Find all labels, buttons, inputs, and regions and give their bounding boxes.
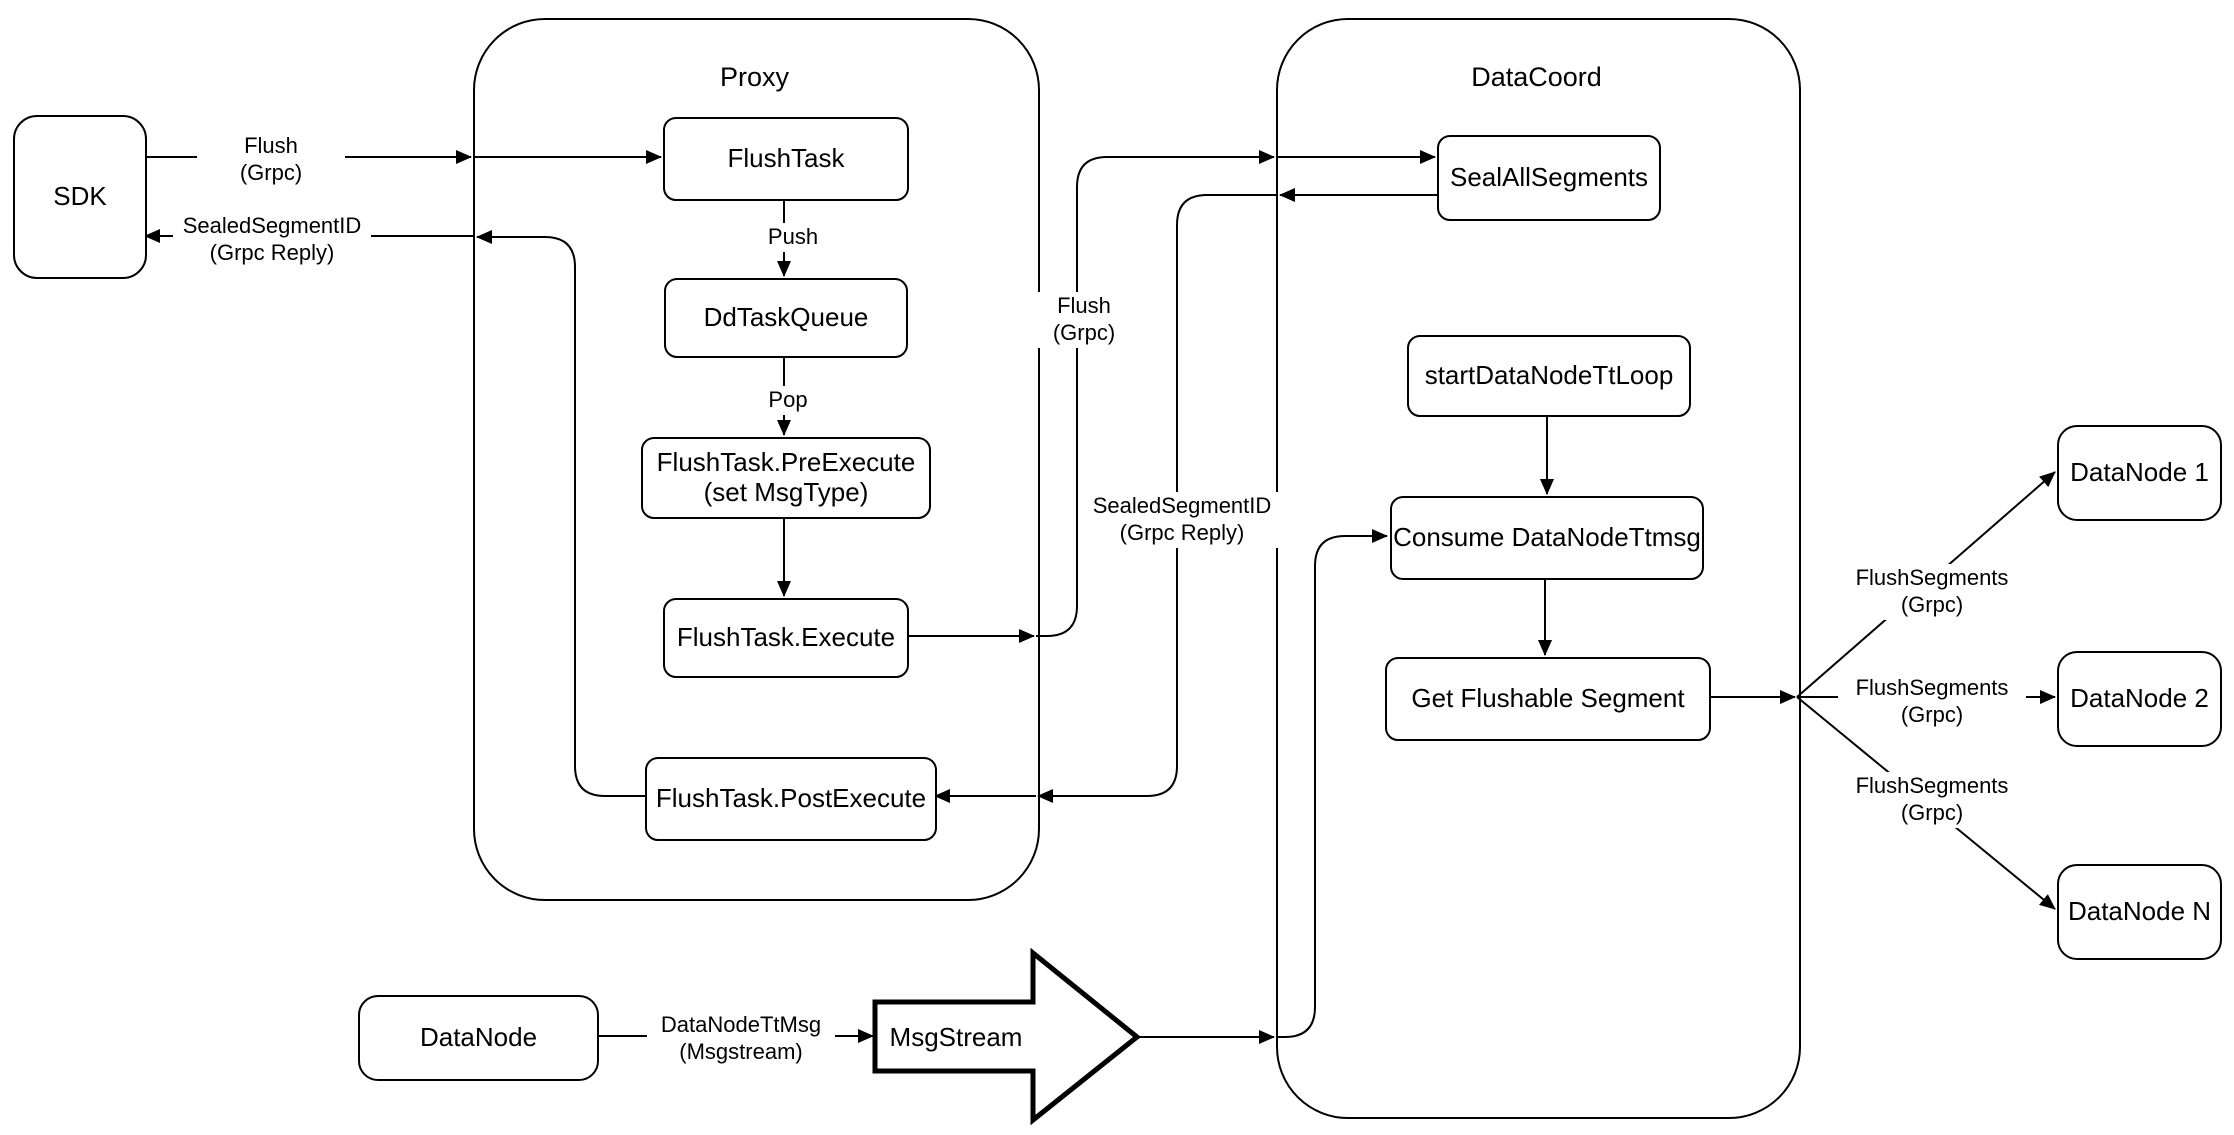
startdatanodettloop-label: startDataNodeTtLoop bbox=[1424, 360, 1674, 391]
datanode2-label: DataNode 2 bbox=[2070, 683, 2209, 714]
flushsegments1-line1: FlushSegments bbox=[1855, 565, 2009, 590]
node-datanode-1: DataNode 1 bbox=[2057, 425, 2222, 521]
node-datanode: DataNode bbox=[358, 995, 599, 1081]
node-flushtask-execute: FlushTask.Execute bbox=[663, 598, 909, 678]
datacoord-container-title: DataCoord bbox=[1276, 62, 1797, 93]
consume-datanodettmsg-label: Consume DataNodeTtmsg bbox=[1393, 522, 1701, 553]
node-get-flushable-segment: Get Flushable Segment bbox=[1385, 657, 1711, 741]
flushtask-label: FlushTask bbox=[727, 143, 845, 174]
ddtaskqueue-label: DdTaskQueue bbox=[703, 302, 869, 333]
msgstream-label-text: MsgStream bbox=[889, 1022, 1023, 1052]
msgstream-label: MsgStream bbox=[866, 1022, 1046, 1053]
edge-proxy-to-datacoord-flush bbox=[1036, 150, 1275, 637]
node-flushtask: FlushTask bbox=[663, 117, 909, 201]
node-startdatanodettloop: startDataNodeTtLoop bbox=[1407, 335, 1691, 417]
push-label-text: Push bbox=[767, 224, 819, 249]
proxy-title-text: Proxy bbox=[719, 62, 790, 92]
edge-label-flushsegments-2: FlushSegments (Grpc) bbox=[1838, 674, 2026, 730]
execute-label: FlushTask.Execute bbox=[676, 622, 896, 653]
datanodettmsg-line1: DataNodeTtMsg bbox=[660, 1012, 822, 1037]
node-datanode-n: DataNode N bbox=[2057, 864, 2222, 960]
flushsegments1-line2: (Grpc) bbox=[1900, 591, 1964, 617]
preexecute-label: FlushTask.PreExecute bbox=[656, 447, 916, 478]
node-sdk: SDK bbox=[13, 115, 147, 279]
flushsegments2-line2: (Grpc) bbox=[1900, 701, 1964, 727]
datacoord-container bbox=[1276, 18, 1801, 1119]
edge-label-datanodettmsg: DataNodeTtMsg (Msgstream) bbox=[647, 1011, 835, 1067]
edge-label-sealedsegmentid-mid: SealedSegmentID (Grpc Reply) bbox=[1083, 492, 1281, 548]
flush-mid-line2: (Grpc) bbox=[1052, 319, 1116, 345]
proxy-container-title: Proxy bbox=[473, 62, 1036, 93]
pop-label-text: Pop bbox=[768, 387, 808, 412]
node-flushtask-preexecute: FlushTask.PreExecute (set MsgType) bbox=[641, 437, 931, 519]
edge-label-flush-grpc-left: Flush (Grpc) bbox=[197, 132, 345, 188]
preexecute-sublabel: (set MsgType) bbox=[703, 477, 869, 507]
flush-left-line1: Flush bbox=[244, 133, 298, 158]
edge-label-pop: Pop bbox=[744, 386, 832, 415]
edge-postexecute-to-proxy-edge bbox=[476, 230, 645, 797]
datacoord-title-text: DataCoord bbox=[1471, 62, 1602, 92]
postexecute-label: FlushTask.PostExecute bbox=[655, 783, 927, 814]
sealed-mid-line2: (Grpc Reply) bbox=[1119, 519, 1245, 545]
proxy-container bbox=[473, 18, 1040, 901]
node-ddtaskqueue: DdTaskQueue bbox=[664, 278, 908, 358]
datanodettmsg-line2: (Msgstream) bbox=[679, 1038, 803, 1064]
node-consume-datanodettmsg: Consume DataNodeTtmsg bbox=[1390, 496, 1704, 580]
sealed-mid-line1: SealedSegmentID bbox=[1092, 493, 1272, 518]
node-flushtask-postexecute: FlushTask.PostExecute bbox=[645, 757, 937, 841]
edge-label-flushsegments-3: FlushSegments (Grpc) bbox=[1838, 772, 2026, 828]
get-flushable-segment-label: Get Flushable Segment bbox=[1411, 683, 1685, 714]
node-sealallsegments: SealAllSegments bbox=[1437, 135, 1661, 221]
flush-mid-line1: Flush bbox=[1057, 293, 1111, 318]
edge-datacoord-to-consume-ttmsg bbox=[1276, 529, 1388, 1038]
sealed-left-line1: SealedSegmentID bbox=[182, 213, 362, 238]
msgstream-block-arrow bbox=[872, 947, 1141, 1126]
flushsegments3-line2: (Grpc) bbox=[1900, 799, 1964, 825]
edge-label-sealedsegmentid-left: SealedSegmentID (Grpc Reply) bbox=[173, 212, 371, 268]
edge-label-push: Push bbox=[749, 223, 837, 252]
sdk-label: SDK bbox=[53, 181, 107, 212]
sealed-left-line2: (Grpc Reply) bbox=[209, 239, 335, 265]
sealallsegments-label: SealAllSegments bbox=[1450, 162, 1648, 193]
datanode1-label: DataNode 1 bbox=[2070, 457, 2209, 488]
flushsegments2-line1: FlushSegments bbox=[1855, 675, 2009, 700]
datanode-label: DataNode bbox=[419, 1022, 538, 1053]
flushsegments3-line1: FlushSegments bbox=[1855, 773, 2009, 798]
datanoden-label: DataNode N bbox=[2067, 896, 2212, 927]
node-datanode-2: DataNode 2 bbox=[2057, 651, 2222, 747]
edge-label-flush-grpc-mid: Flush (Grpc) bbox=[1010, 292, 1158, 348]
edge-label-flushsegments-1: FlushSegments (Grpc) bbox=[1838, 564, 2026, 620]
flush-left-line2: (Grpc) bbox=[239, 159, 303, 185]
